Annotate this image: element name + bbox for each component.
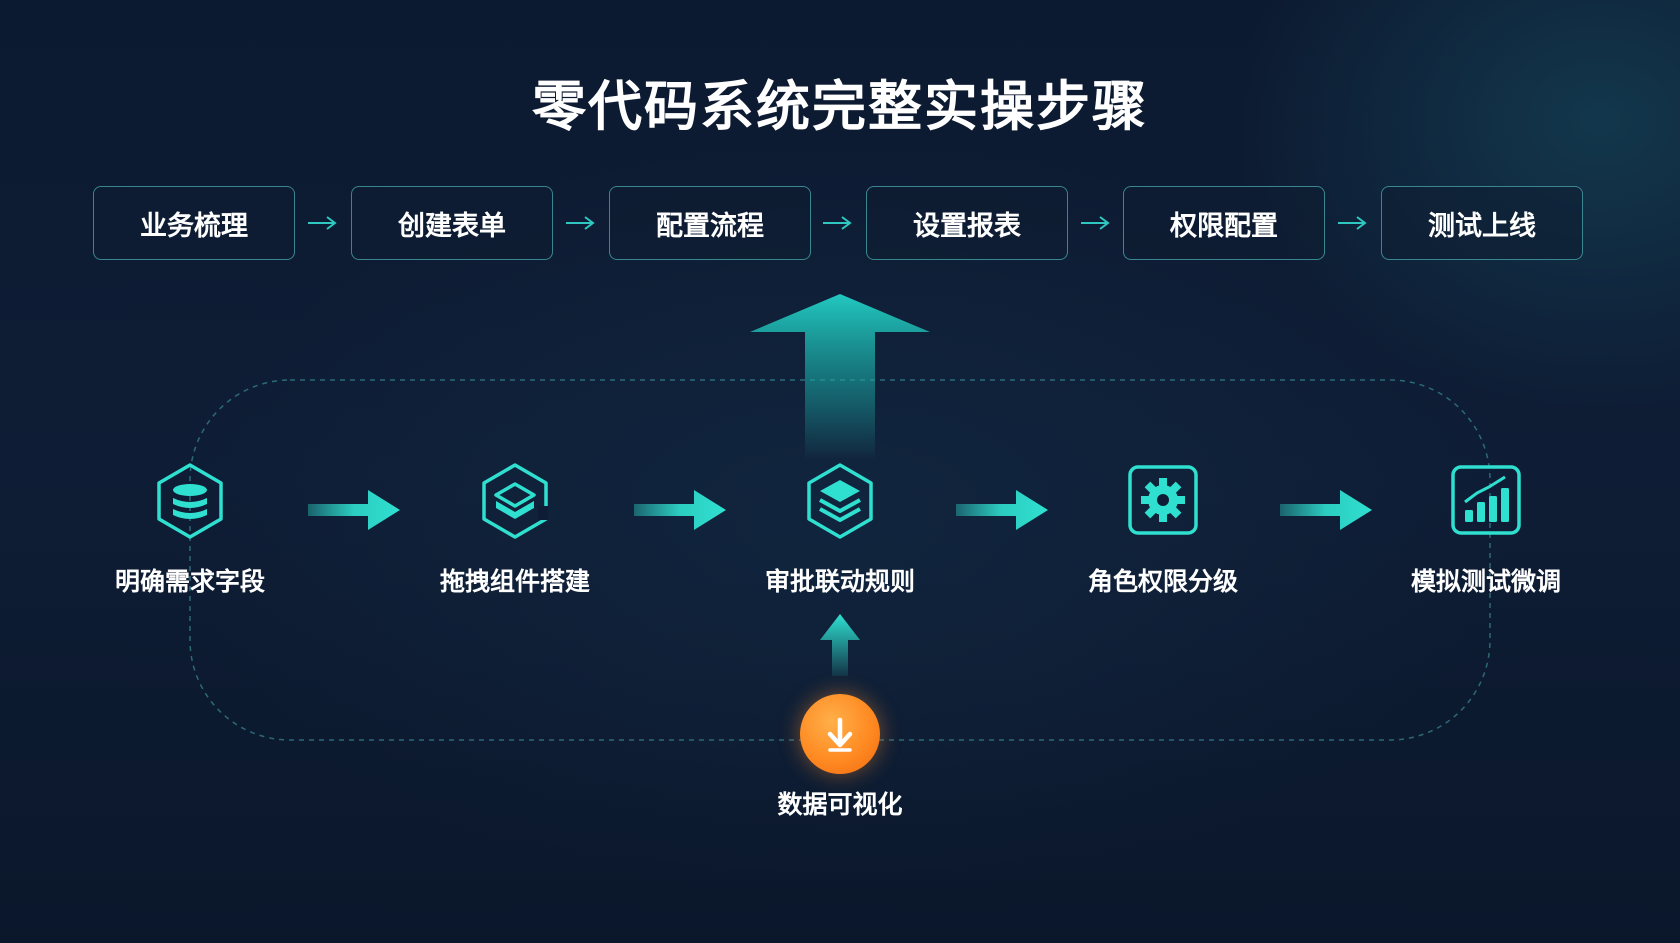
top-arrow-5 (1338, 216, 1367, 230)
dashed-loop-outline (189, 379, 1491, 741)
flow-arrow-1 (308, 490, 400, 530)
top-step-6[interactable]: 测试上线 (1381, 186, 1583, 260)
flow-node-2-label: 拖拽组件搭建 (439, 567, 590, 596)
database-icon (157, 463, 223, 539)
bar-chart-icon (1451, 465, 1521, 535)
top-arrow-1 (308, 216, 337, 230)
data-visualization-label: 数据可视化 (777, 790, 903, 819)
layers-icon (807, 463, 873, 539)
page-title: 零代码系统完整实操步骤 (532, 75, 1148, 138)
top-step-5[interactable]: 权限配置 (1123, 186, 1325, 260)
top-step-2[interactable]: 创建表单 (351, 186, 553, 260)
small-up-arrow (820, 614, 860, 676)
flow-arrow-3 (956, 490, 1048, 530)
top-step-4[interactable]: 设置报表 (866, 186, 1068, 260)
flow-node-5-label: 模拟测试微调 (1410, 567, 1561, 596)
flow-node-3-label: 审批联动规则 (764, 567, 915, 596)
top-step-3[interactable]: 配置流程 (609, 186, 811, 260)
big-up-arrow (750, 294, 930, 460)
gear-icon (1128, 465, 1198, 535)
flow-arrow-4 (1280, 490, 1372, 530)
data-visualization-node[interactable] (800, 694, 880, 774)
top-arrow-3 (823, 216, 852, 230)
cube-component-icon (482, 463, 548, 539)
top-arrow-4 (1081, 216, 1110, 230)
flow-node-1-label: 明确需求字段 (114, 567, 265, 596)
top-step-1[interactable]: 业务梳理 (93, 186, 295, 260)
download-arrow-icon (827, 717, 853, 752)
flow-arrow-2 (634, 490, 726, 530)
flow-node-4-label: 角色权限分级 (1087, 567, 1238, 596)
top-arrow-2 (566, 216, 595, 230)
